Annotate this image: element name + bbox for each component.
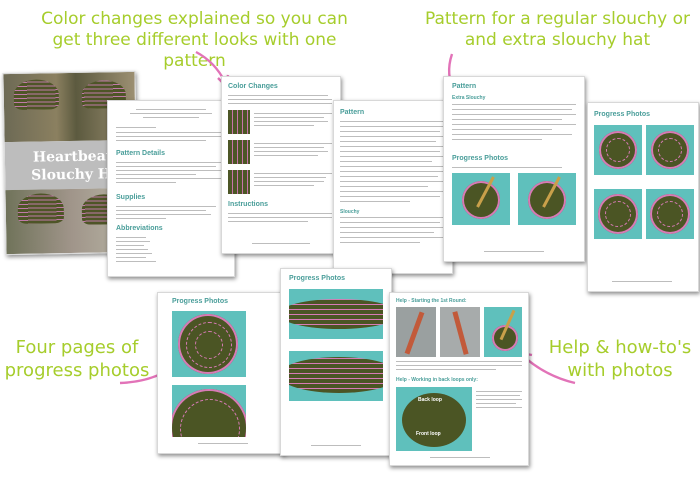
progress-photo xyxy=(289,289,383,339)
callout-progress-photos: Four pages of progress photos xyxy=(2,336,152,382)
progress-photo xyxy=(452,173,510,225)
callout-line: get three different looks with one patte… xyxy=(52,30,337,71)
help-photo xyxy=(396,307,436,357)
help-heading-2: Help - Working in back loops only: xyxy=(396,377,478,383)
progress-photo xyxy=(594,125,642,175)
details-heading: Pattern Details xyxy=(116,150,166,157)
progress-photo xyxy=(172,311,246,377)
help-page: Help - Starting the 1st Round: Help - Wo… xyxy=(389,292,529,466)
progress-page-b: Progress Photos xyxy=(280,268,392,456)
callout-line: and extra slouchy hat xyxy=(464,30,651,50)
cover-hat xyxy=(13,79,60,110)
progress-photo xyxy=(289,351,383,401)
pattern-page: Pattern Slouchy xyxy=(333,100,453,274)
instructions-heading: Instructions xyxy=(228,201,269,208)
callout-help-howto: Help & how-to's with photos xyxy=(545,336,695,382)
front-loop-label: Front loop xyxy=(416,431,441,437)
callout-line: Help & how-to's xyxy=(548,337,692,358)
progress-page-a: Progress Photos xyxy=(157,292,285,454)
callout-color-changes: Color changes explained so you can get t… xyxy=(22,9,367,72)
supplies-heading: Supplies xyxy=(116,194,146,201)
progress-page-right: Progress Photos xyxy=(587,102,699,292)
callout-line: Color changes explained so you can xyxy=(41,9,348,29)
pattern-subheading: Slouchy xyxy=(340,209,360,215)
progress-heading: Progress Photos xyxy=(172,298,229,305)
pattern-photos-page: Pattern Extra Slouchy Progress Photos xyxy=(443,76,585,262)
help-photo: Back loop Front loop xyxy=(396,387,472,451)
progress-photo xyxy=(646,189,694,239)
progress-photo xyxy=(646,125,694,175)
pattern-photos-heading: Pattern xyxy=(452,83,477,90)
help-photo xyxy=(484,307,522,357)
color-swatch xyxy=(228,140,250,164)
color-changes-heading: Color Changes xyxy=(228,83,278,90)
callout-line: Four pages of xyxy=(15,337,139,358)
back-loop-label: Back loop xyxy=(418,397,442,403)
progress-photos-heading: Progress Photos xyxy=(452,155,509,162)
help-heading-1: Help - Starting the 1st Round: xyxy=(396,298,467,304)
abbreviations-heading: Abbreviations xyxy=(116,225,163,232)
progress-photo xyxy=(518,173,576,225)
progress-heading: Progress Photos xyxy=(594,111,651,118)
extra-slouchy-subheading: Extra Slouchy xyxy=(452,95,486,101)
progress-heading: Progress Photos xyxy=(289,275,346,282)
cover-title: Heartbeat xyxy=(32,148,113,166)
callout-line: Pattern for a regular slouchy or xyxy=(424,9,691,29)
progress-photo xyxy=(172,385,246,437)
callout-line: progress photos xyxy=(4,360,150,381)
color-swatch xyxy=(228,170,250,194)
pattern-heading: Pattern xyxy=(340,109,365,116)
color-changes-page: Color Changes Instructions xyxy=(221,76,341,254)
callout-pattern-types: Pattern for a regular slouchy or and ext… xyxy=(415,9,700,51)
callout-line: with photos xyxy=(567,360,673,381)
details-page: Pattern Details Supplies Abbreviations xyxy=(107,100,235,277)
help-photo xyxy=(440,307,480,357)
progress-photo xyxy=(594,189,642,239)
cover-hat xyxy=(17,193,65,224)
color-swatch xyxy=(228,110,250,134)
